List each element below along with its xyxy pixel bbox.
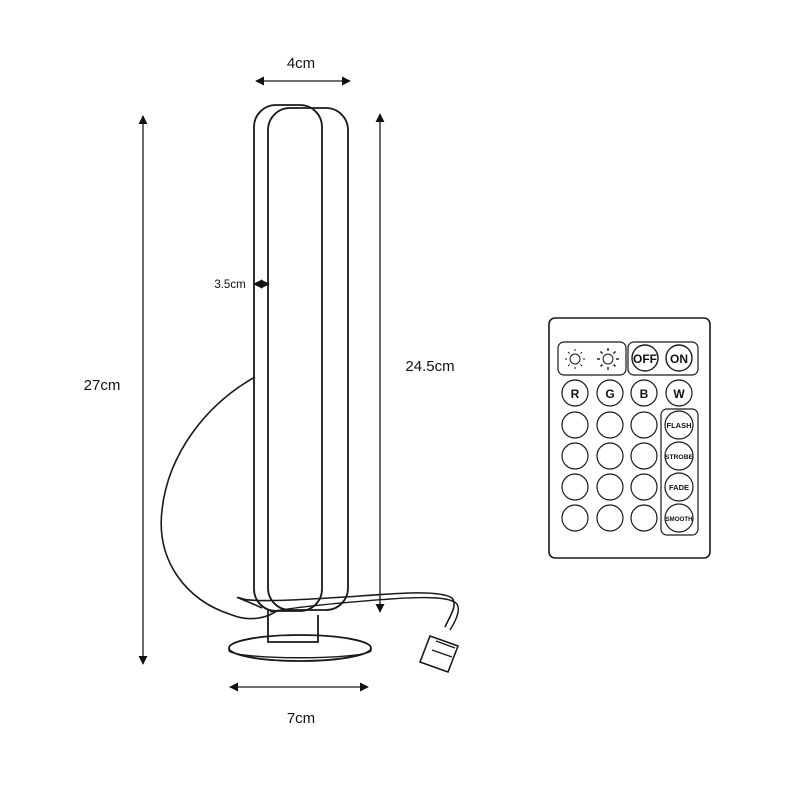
- svg-text:STROBE: STROBE: [665, 454, 694, 461]
- stand-neck: [267, 610, 319, 643]
- svg-text:FLASH: FLASH: [667, 421, 692, 430]
- off-button: OFF: [631, 344, 659, 372]
- brightness-down-icon: [565, 349, 585, 369]
- svg-text:B: B: [640, 387, 649, 401]
- bar-back-plate: [253, 104, 323, 612]
- top-width-label: 4cm: [287, 55, 315, 72]
- usb-plug: [418, 634, 460, 674]
- svg-text:R: R: [571, 387, 580, 401]
- brightness-up-icon: [597, 348, 619, 370]
- remote-body: [548, 317, 711, 559]
- body-height-label: 24.5cm: [405, 358, 454, 375]
- dimension-labels: 4cm 27cm 3.5cm 24.5cm 7cm: [84, 55, 455, 727]
- svg-text:FADE: FADE: [669, 483, 689, 492]
- depth-label: 3.5cm: [214, 279, 245, 291]
- svg-text:OFF: OFF: [633, 352, 657, 366]
- svg-text:W: W: [673, 387, 685, 401]
- bar-front-panel: [267, 107, 349, 611]
- svg-text:G: G: [605, 387, 614, 401]
- color-button-grid: [561, 411, 658, 532]
- mode-button-column: FLASH STROBE FADE SMOOTH: [664, 410, 694, 533]
- svg-text:ON: ON: [670, 352, 688, 366]
- light-bar-drawing: [160, 104, 460, 674]
- power-cable: [160, 376, 455, 628]
- color-button-row: R G B W: [561, 379, 693, 407]
- remote-control: OFF ON R G B W FLASH: [548, 317, 711, 559]
- svg-text:SMOOTH: SMOOTH: [665, 516, 693, 523]
- dimension-lines: [138, 76, 385, 692]
- total-height-label: 27cm: [84, 377, 121, 394]
- base-width-label: 7cm: [287, 710, 315, 727]
- on-button: ON: [665, 344, 693, 372]
